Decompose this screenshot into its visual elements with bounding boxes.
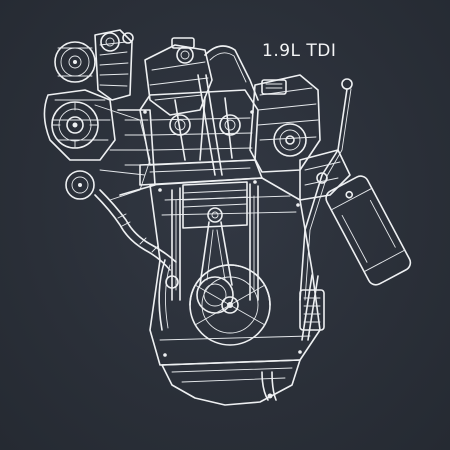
oil-filter [325,175,412,286]
crankcase-side-left [158,259,179,331]
engine-title: 1.9L TDI [262,41,337,61]
throttle-cable [299,78,353,301]
upper-accessory-pulley [54,41,96,83]
oil-dipstick [299,274,325,341]
filter-mount [299,149,351,201]
injector-lines [197,45,259,176]
block-bolts [143,110,302,357]
cylinder-bore [171,183,259,301]
intake-manifold [144,37,213,116]
accessory-bracket-lines [94,104,156,201]
oil-pan [161,359,301,406]
idler-pulley [65,170,95,200]
crank-pulley-upper [51,101,99,149]
piston [182,181,248,229]
coolant-hose [94,189,177,271]
engine-block [149,177,321,366]
alternator-housing [94,29,134,101]
injection-pump [249,74,321,173]
cylinder-head [139,89,259,166]
crankshaft [189,264,271,346]
